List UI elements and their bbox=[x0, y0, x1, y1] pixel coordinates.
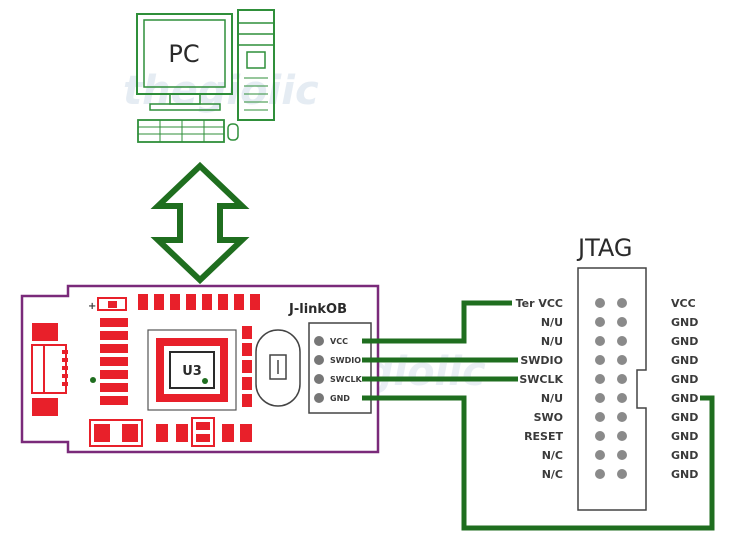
tower-drive bbox=[246, 51, 266, 69]
jtag-pin-dot-left bbox=[595, 317, 605, 327]
board-pin-label: VCC bbox=[330, 337, 348, 346]
jtag-pin-dot-right bbox=[617, 336, 627, 346]
jtag-right-pin-label: GND bbox=[671, 392, 698, 405]
jtag-left-pin-label: Ter VCC bbox=[516, 297, 563, 310]
jtag-left-pin-label: SWDIO bbox=[520, 354, 563, 367]
jtag-left-pin-label: N/U bbox=[541, 316, 563, 329]
jtag-right-pin-label: GND bbox=[671, 335, 698, 348]
jtag-left-pin-label: SWO bbox=[534, 411, 563, 424]
tower-case bbox=[237, 9, 275, 121]
board-pin-label: SWDIO bbox=[330, 356, 361, 365]
jtag-left-pin-label: SWCLK bbox=[519, 373, 563, 386]
watermark-top: thegioiic bbox=[123, 68, 319, 114]
jtag-pin-dot-left bbox=[595, 336, 605, 346]
jtag-right-pin-label: VCC bbox=[671, 297, 696, 310]
jtag-pin-dot-right bbox=[617, 450, 627, 460]
keyboard bbox=[137, 119, 225, 143]
usb-connector bbox=[31, 323, 68, 416]
monitor-screen bbox=[143, 19, 226, 88]
monitor-base bbox=[149, 103, 221, 111]
jtag-pin-dot-left bbox=[595, 431, 605, 441]
wire-gnd bbox=[362, 395, 715, 531]
jtag-pin-dot-right bbox=[617, 469, 627, 479]
smd-pads-right-column bbox=[242, 326, 252, 407]
board-pin-dot bbox=[314, 374, 324, 384]
jtag-pin-dot-left bbox=[595, 469, 605, 479]
jtag-pin-dot-right bbox=[617, 431, 627, 441]
chip-u3 bbox=[147, 329, 237, 411]
jtag-pin-dot-right bbox=[617, 393, 627, 403]
jtag-connector-housing bbox=[577, 267, 647, 511]
jtag-pin-list: Ter VCC VCC N/U GND N/U GND SWDIO GND SWCLK GND N/… bbox=[516, 297, 699, 481]
jtag-right-pin-label: GND bbox=[671, 373, 698, 386]
jtag-right-pin-label: GND bbox=[671, 354, 698, 367]
jtag-left-pin-label: N/U bbox=[541, 335, 563, 348]
board-pin-dot bbox=[314, 355, 324, 365]
jtag-pin-dot-right bbox=[617, 412, 627, 422]
jtag-pin-dot-left bbox=[595, 393, 605, 403]
jtag-title: JTAG bbox=[576, 234, 632, 262]
jtag-right-pin-label: GND bbox=[671, 430, 698, 443]
jtag-pin-dot-left bbox=[595, 412, 605, 422]
jtag-pin-dot-left bbox=[595, 450, 605, 460]
pc-label: PC bbox=[168, 40, 199, 68]
board-pin-dot bbox=[314, 336, 324, 346]
jtag-left-pin-label: N/C bbox=[542, 468, 563, 481]
smd-pads-left-column bbox=[90, 318, 128, 405]
jtag-pin-dot-right bbox=[617, 355, 627, 365]
board-pin-list: VCC SWDIO SWCLK GND bbox=[314, 336, 363, 403]
board-pin-label: GND bbox=[330, 394, 350, 403]
wire-vcc bbox=[362, 300, 512, 344]
board-pin-dot bbox=[314, 393, 324, 403]
smd-pads-bottom-row bbox=[89, 417, 252, 447]
jtag-right-pin-label: GND bbox=[671, 468, 698, 481]
board-pin-label: SWCLK bbox=[330, 375, 363, 384]
crystal-oscillator bbox=[255, 329, 301, 407]
wiring bbox=[362, 300, 715, 531]
jtag-right-pin-label: GND bbox=[671, 449, 698, 462]
jtag-pin-dot-left bbox=[595, 374, 605, 384]
jtag-right-pin-label: GND bbox=[671, 411, 698, 424]
jtag-pin-dot-left bbox=[595, 355, 605, 365]
board-title: J-linkOB bbox=[288, 302, 347, 317]
jtag-left-pin-label: RESET bbox=[524, 430, 563, 443]
mouse bbox=[227, 123, 239, 141]
double-arrow-icon bbox=[150, 161, 250, 285]
jtag-left-pin-label: N/U bbox=[541, 392, 563, 405]
svg-text:+: + bbox=[88, 301, 96, 312]
pc-computer-icon bbox=[136, 9, 275, 143]
jtag-pin-dot-right bbox=[617, 374, 627, 384]
chip-u3-label: U3 bbox=[182, 364, 202, 379]
jtag-pin-dot-right bbox=[617, 298, 627, 308]
jtag-pin-dot-right bbox=[617, 317, 627, 327]
jtag-pin-dot-left bbox=[595, 298, 605, 308]
smd-pads-top-row: + bbox=[88, 294, 260, 312]
jtag-left-pin-label: N/C bbox=[542, 449, 563, 462]
jtag-right-pin-label: GND bbox=[671, 316, 698, 329]
